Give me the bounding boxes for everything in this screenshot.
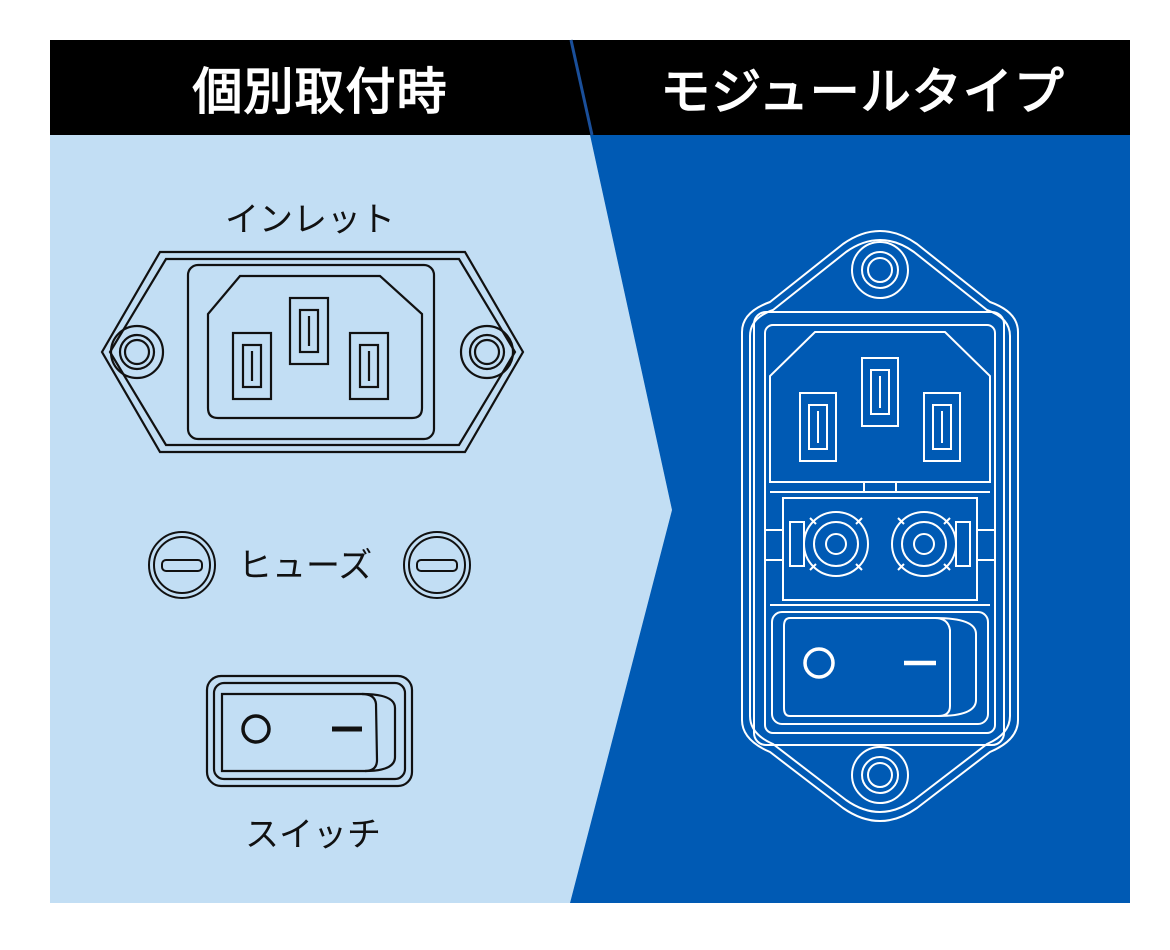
module-icon [741, 230, 1019, 822]
header-divider [569, 39, 594, 136]
header-right-title: モジュールタイプ [660, 62, 1065, 121]
fuse-label: ヒューズ [238, 546, 373, 586]
switch-icon [205, 674, 414, 788]
header-bar [50, 40, 1130, 135]
fuse-right-icon [403, 531, 471, 599]
right-panel-bg [570, 135, 1130, 903]
switch-label: スイッチ [245, 815, 381, 855]
header-left-title: 個別取付時 [192, 62, 448, 121]
fuse-left-icon [148, 531, 216, 599]
inlet-icon [100, 250, 525, 454]
left-panel-bg [50, 135, 672, 903]
inlet-label: インレット [225, 200, 395, 240]
